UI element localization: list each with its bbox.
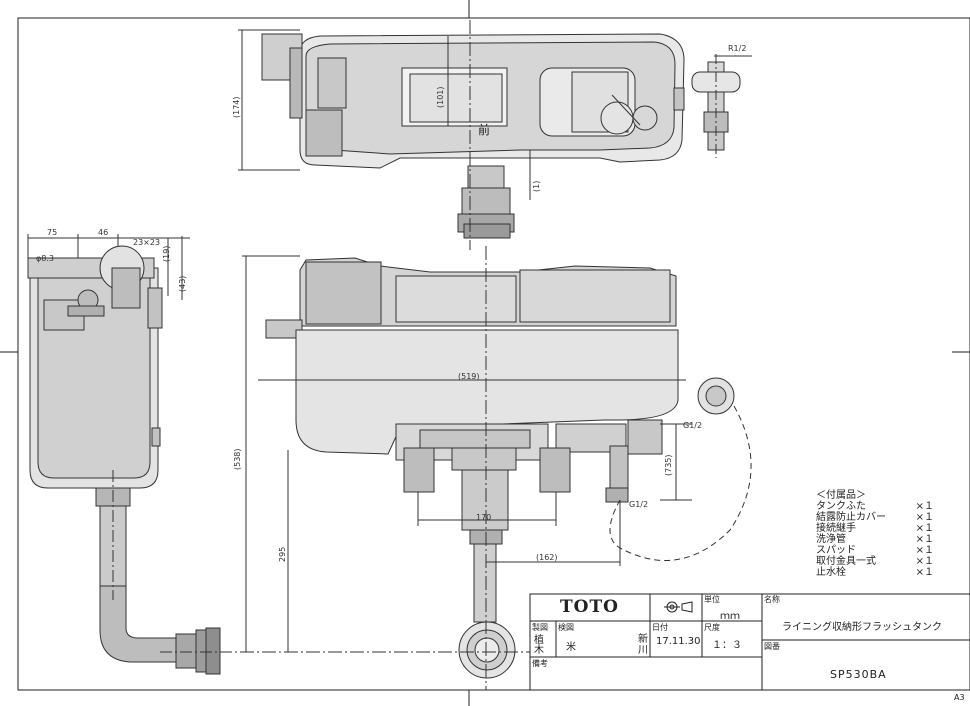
dim-side-43: (43) <box>178 275 187 292</box>
name-label: 名称 <box>764 595 780 604</box>
dim-height-538: (538) <box>233 448 242 470</box>
accessory-item: スパッド×１ <box>816 545 934 556</box>
drawn-label: 製図 <box>532 623 548 632</box>
dim-width-519: (519) <box>458 372 480 381</box>
dim-g12-bottom: G1/2 <box>629 500 649 509</box>
title-block-grid <box>529 593 970 691</box>
dim-spacing-170: 170 <box>476 513 492 522</box>
accessories-list: ＜付属品＞ タンクふた×１ 結露防止カバー×１ 接続継手×１ 洗浄管×１ スパッ… <box>816 490 934 578</box>
name-value: ライニング収納形フラッシュタンク <box>782 622 942 633</box>
dim-top-depth: (174) <box>232 96 241 118</box>
projection-symbol-icon <box>664 601 693 613</box>
date-value: 17.11.30 <box>656 636 701 647</box>
accessory-item: 止水栓×１ <box>816 567 934 578</box>
dim-top-small: (1) <box>532 180 541 192</box>
dim-side-75: 75 <box>47 228 58 237</box>
dim-side-23x23: 23×23 <box>133 238 161 247</box>
dim-height-295: 295 <box>278 546 287 562</box>
supply-fitting-top <box>691 54 752 158</box>
dim-g12-top: G1/2 <box>683 421 703 430</box>
drawing-no-value: SP530BA <box>830 668 887 681</box>
unit-value: ｍｍ <box>720 611 740 622</box>
accessory-item: 結露防止カバー×１ <box>816 512 934 523</box>
drawing-no-label: 図番 <box>764 642 780 651</box>
remarks-label: 備考 <box>532 659 548 668</box>
dim-side-phi: φ8.3 <box>36 254 54 263</box>
side-view <box>27 234 240 675</box>
dim-height-735: (735) <box>664 454 673 476</box>
accessory-item: 接続継手×１ <box>816 523 934 534</box>
checked-label: 検図 <box>558 623 574 632</box>
accessory-item: 取付金具一式×１ <box>816 556 934 567</box>
front-mark: 前 <box>478 122 490 137</box>
dim-side-46: 46 <box>98 228 109 237</box>
sheet-size: A3 <box>954 693 965 702</box>
scale-value: １：３ <box>712 640 742 651</box>
accessory-item: 洗浄管×１ <box>816 534 934 545</box>
front-view <box>240 246 752 690</box>
scale-label: 尺度 <box>704 623 720 632</box>
approved-value: 新 川 <box>638 634 648 656</box>
drawing-border <box>17 17 970 691</box>
unit-label: 単位 <box>704 595 720 604</box>
accessories-header: ＜付属品＞ <box>816 490 866 501</box>
dim-pipe-thread: R1/2 <box>728 44 747 53</box>
date-label: 日付 <box>652 623 668 632</box>
dim-top-inner: (101) <box>436 86 445 108</box>
checked-value: 米 <box>566 642 576 653</box>
accessory-item: タンクふた×１ <box>816 501 934 512</box>
drawn-value: 植 木 <box>534 635 544 656</box>
dim-side-19: (19) <box>162 245 171 262</box>
top-view: 前 <box>238 20 685 250</box>
company-logo: TOTO <box>560 597 619 617</box>
dim-spacing-162: (162) <box>536 553 558 562</box>
